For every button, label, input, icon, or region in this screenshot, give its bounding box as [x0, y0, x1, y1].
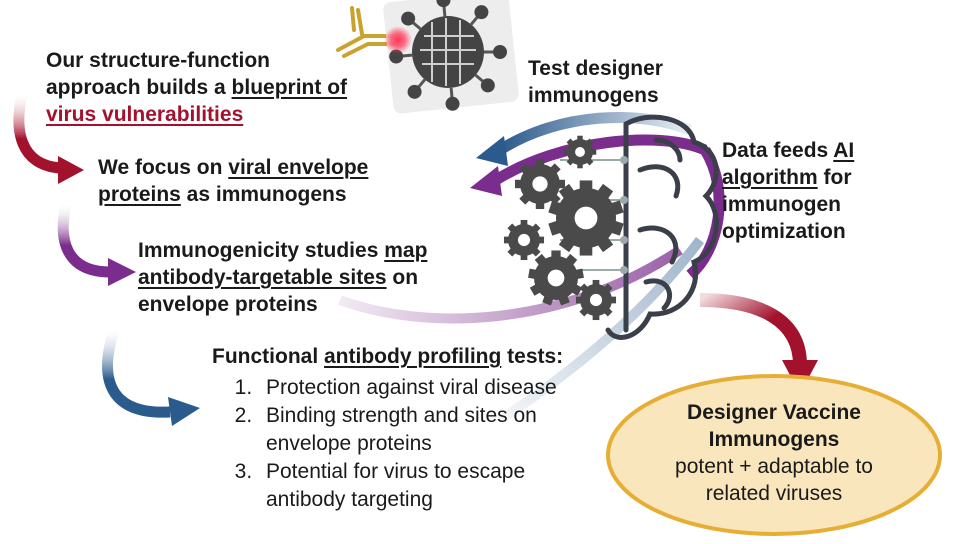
envelope-text: We focus on viral envelope proteins as i…: [98, 154, 368, 208]
virus-spike-icon: [445, 96, 460, 111]
blueprint-line1: Our structure-function: [46, 49, 270, 72]
blueprint-text: Our structure-function approach builds a…: [46, 47, 347, 128]
virus-spike-icon: [493, 45, 507, 59]
virus-vulnerabilities-text: virus vulnerabilities: [46, 103, 244, 126]
gear-cluster: [503, 135, 624, 321]
brain-icon: [605, 114, 719, 340]
profiling-title-pre: Functional: [212, 345, 324, 368]
blue-loop-arrow: [476, 111, 693, 166]
vaccine-ellipse: [606, 374, 942, 536]
virus-spike-icon: [407, 84, 422, 99]
vaccine-title2: Immunogens: [708, 428, 840, 451]
antibody-sites-underlined: antibody-targetable sites: [138, 266, 387, 289]
virus-spike-icon: [436, 0, 451, 8]
envelope-line2: as immunogens: [180, 183, 347, 206]
ai-text: Data feeds AI algorithm for immunogen op…: [722, 139, 855, 243]
purple-curved-arrow: [57, 203, 136, 286]
blue-feedback-band: [497, 236, 704, 425]
purple-feedback-band: [338, 245, 683, 324]
virus-spike-icon: [480, 78, 495, 93]
virus-icon: [383, 0, 519, 114]
virus-spike-icon: [474, 5, 489, 20]
envelope-line1: We focus on: [98, 156, 229, 179]
envelope-underlined: viral envelope: [228, 156, 369, 179]
proteins-underlined: proteins: [98, 183, 181, 206]
profiling-item: Protection against viral disease: [258, 374, 563, 402]
vaccine-sub2: related viruses: [705, 482, 843, 505]
red-curved-arrow: [13, 93, 84, 184]
immunogenicity-line2: on: [386, 266, 419, 289]
immunogenicity-line3: envelope proteins: [138, 293, 318, 316]
gear-icon: [563, 135, 597, 169]
profiling-title-underlined: antibody profiling: [324, 345, 502, 368]
ai-underlined: AI: [833, 139, 855, 162]
vaccine-sub1: potent + adaptable to: [675, 455, 873, 478]
map-underlined: map: [384, 239, 428, 262]
algorithm-underlined: algorithm: [722, 166, 818, 189]
gear-icon: [528, 250, 584, 306]
test-designer-text: Test designer immunogens: [528, 57, 663, 107]
blue-curved-arrow: [102, 328, 200, 426]
blueprint-underlined: blueprint of: [231, 76, 348, 99]
profiling-text: Functional antibody profiling tests: Pro…: [212, 343, 563, 514]
vaccine-label: Designer Vaccine Immunogens potent + ada…: [612, 381, 936, 531]
immunogenicity-line1: Immunogenicity studies: [138, 239, 385, 262]
gear-icon: [575, 279, 617, 321]
virus-spike-icon: [401, 11, 416, 26]
gear-icon: [548, 180, 624, 256]
gear-icon: [514, 158, 566, 210]
immunogenicity-text: Immunogenicity studies map antibody-targ…: [138, 237, 427, 318]
profiling-list: Protection against viral disease Binding…: [212, 374, 563, 514]
blueprint-line2: approach builds a: [46, 76, 232, 99]
profiling-title-post: tests:: [501, 345, 564, 368]
gear-icon: [503, 219, 545, 261]
vaccine-title1: Designer Vaccine: [687, 401, 861, 424]
